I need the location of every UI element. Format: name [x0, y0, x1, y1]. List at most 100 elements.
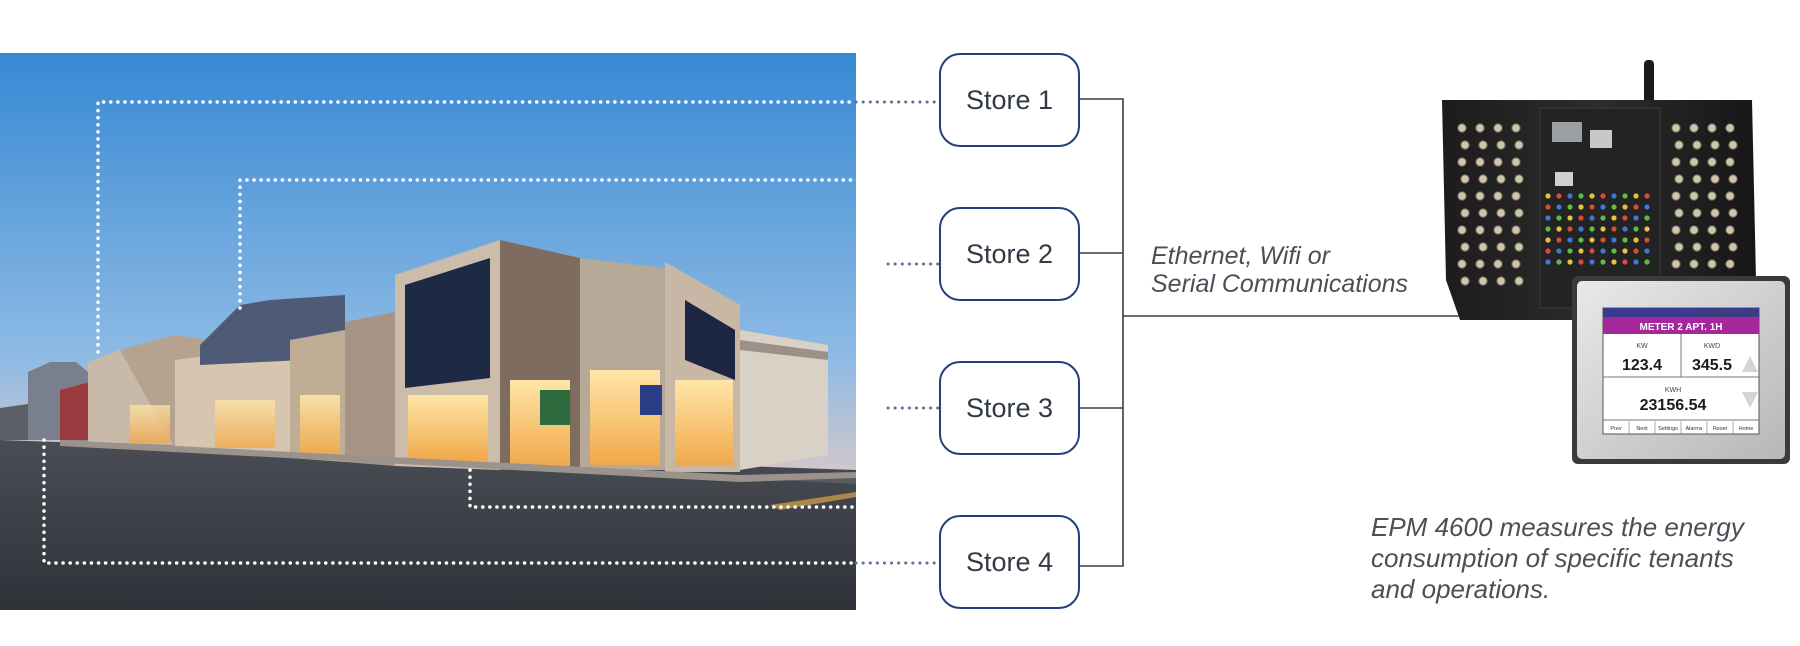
terminal-stud	[1725, 259, 1735, 269]
meter-display-module: 17 Dec 13 10:01 AM METER 2 APT. 1H KW 12…	[1572, 276, 1790, 464]
status-led	[1600, 204, 1606, 210]
terminal-stud	[1710, 174, 1720, 184]
terminal-stud	[1728, 140, 1738, 150]
meter-softkey-label: Reset	[1713, 426, 1728, 432]
status-led	[1556, 248, 1562, 254]
terminal-stud	[1475, 123, 1485, 133]
terminal-stud	[1725, 123, 1735, 133]
terminal-stud	[1478, 242, 1488, 252]
status-led	[1633, 204, 1639, 210]
caption-line-3: and operations.	[1371, 574, 1550, 604]
status-led	[1600, 248, 1606, 254]
terminal-studs-right	[1671, 123, 1738, 269]
terminal-stud	[1457, 225, 1467, 235]
terminal-stud	[1674, 140, 1684, 150]
status-led	[1600, 193, 1606, 199]
status-led	[1633, 215, 1639, 221]
status-led	[1589, 259, 1595, 265]
terminal-stud	[1511, 191, 1521, 201]
status-led	[1589, 237, 1595, 243]
terminal-stud	[1460, 276, 1470, 286]
terminal-stud	[1514, 276, 1524, 286]
shopping-center-photo	[0, 53, 856, 610]
status-led	[1622, 237, 1628, 243]
terminal-stud	[1692, 242, 1702, 252]
store-4-label: Store 4	[966, 547, 1053, 577]
terminal-stud	[1478, 174, 1488, 184]
terminal-stud	[1674, 242, 1684, 252]
status-led	[1633, 259, 1639, 265]
terminal-stud	[1496, 276, 1506, 286]
status-led	[1589, 215, 1595, 221]
terminal-stud	[1728, 242, 1738, 252]
status-led	[1567, 248, 1573, 254]
terminal-stud	[1707, 191, 1717, 201]
communications-line-1: Ethernet, Wifi or	[1151, 242, 1332, 270]
meter-cell2-label: KWD	[1704, 343, 1720, 350]
communications-label: Ethernet, Wifi or Serial Communications	[1151, 242, 1408, 298]
status-led	[1556, 204, 1562, 210]
terminal-stud	[1493, 191, 1503, 201]
store-1-label: Store 1	[966, 85, 1053, 115]
terminal-stud	[1707, 157, 1717, 167]
status-led	[1622, 259, 1628, 265]
status-led	[1556, 193, 1562, 199]
status-led	[1556, 226, 1562, 232]
terminal-stud	[1496, 208, 1506, 218]
store-dotted-links	[854, 100, 942, 565]
status-led	[1644, 215, 1650, 221]
status-led	[1611, 204, 1617, 210]
terminal-stud	[1728, 208, 1738, 218]
terminal-stud	[1671, 191, 1681, 201]
terminal-stud	[1689, 123, 1699, 133]
status-led	[1578, 204, 1584, 210]
meter-softkey-label: Next	[1636, 426, 1648, 432]
terminal-studs-left	[1457, 123, 1524, 286]
terminal-stud	[1511, 225, 1521, 235]
status-led	[1589, 193, 1595, 199]
terminal-stud	[1475, 259, 1485, 269]
meter-time: 17 Dec 13 10:01 AM	[1701, 311, 1755, 317]
status-led	[1611, 248, 1617, 254]
status-led	[1600, 226, 1606, 232]
status-led	[1644, 237, 1650, 243]
status-led	[1633, 226, 1639, 232]
communication-bus-lines	[1079, 98, 1460, 567]
terminal-stud	[1514, 174, 1524, 184]
terminal-stud	[1692, 208, 1702, 218]
status-led	[1611, 259, 1617, 265]
terminal-stud	[1493, 157, 1503, 167]
status-led	[1556, 259, 1562, 265]
terminal-stud	[1460, 174, 1470, 184]
status-led	[1600, 259, 1606, 265]
terminal-stud	[1725, 191, 1735, 201]
terminal-stud	[1514, 140, 1524, 150]
terminal-stud	[1478, 208, 1488, 218]
store-3-label: Store 3	[966, 393, 1053, 423]
status-led	[1545, 248, 1551, 254]
status-led	[1622, 226, 1628, 232]
meter-cell3-label: KWH	[1665, 387, 1681, 394]
status-led	[1545, 193, 1551, 199]
status-led	[1589, 226, 1595, 232]
status-led	[1611, 215, 1617, 221]
status-led	[1567, 215, 1573, 221]
terminal-stud	[1689, 191, 1699, 201]
terminal-stud	[1460, 208, 1470, 218]
arrow-down-icon	[1742, 392, 1758, 408]
status-led	[1545, 237, 1551, 243]
status-led	[1567, 204, 1573, 210]
terminal-stud	[1493, 225, 1503, 235]
status-led	[1611, 226, 1617, 232]
terminal-stud	[1671, 259, 1681, 269]
status-led	[1644, 193, 1650, 199]
status-led	[1556, 237, 1562, 243]
terminal-stud	[1689, 157, 1699, 167]
terminal-stud	[1496, 174, 1506, 184]
terminal-stud	[1457, 157, 1467, 167]
terminal-stud	[1674, 208, 1684, 218]
terminal-stud	[1514, 242, 1524, 252]
status-led	[1644, 259, 1650, 265]
meter-softkey-label: Alarms	[1685, 426, 1702, 432]
